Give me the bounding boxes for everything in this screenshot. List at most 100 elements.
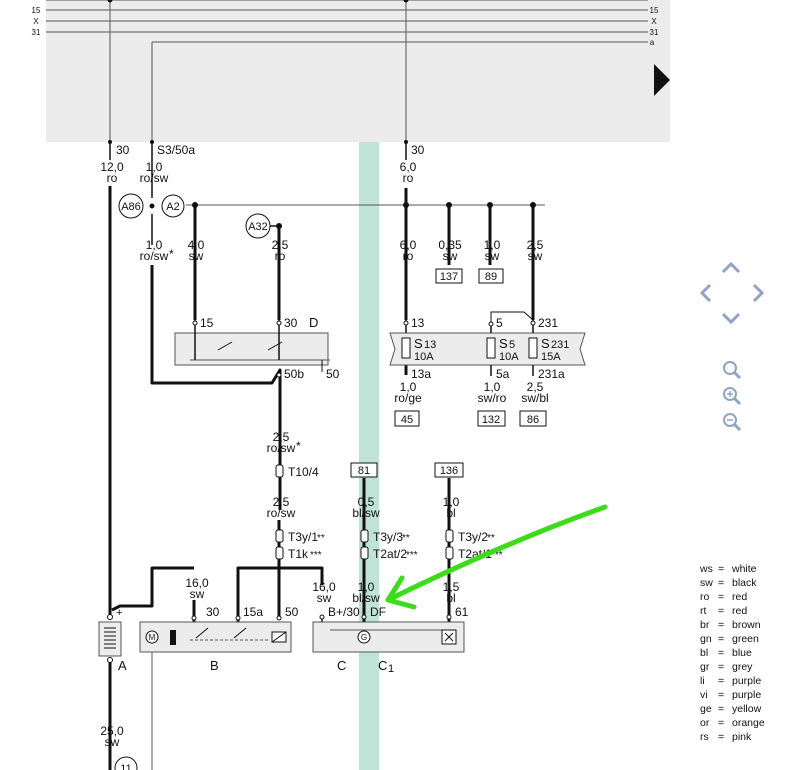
- ref-box-86[interactable]: 86: [519, 410, 547, 427]
- wire-size-s13-in: 6,0: [400, 238, 417, 252]
- node-a32[interactable]: A32: [245, 213, 271, 239]
- wire-size-df2: 1,0: [358, 580, 375, 594]
- ref-89-label: 89: [485, 271, 497, 283]
- bus-label-15-left: 15: [32, 6, 41, 15]
- zoom-search-icon[interactable]: [722, 360, 742, 380]
- legend-name: purple: [732, 689, 762, 701]
- bus-label-x-right: X: [651, 17, 657, 26]
- fuse-pin-5: 5: [496, 316, 503, 330]
- switch-pin-30: 30: [284, 316, 298, 330]
- alt-pin-b30: B+/30: [328, 605, 360, 619]
- annotation-arrow: [385, 504, 608, 610]
- wire-size-137: 0,35: [438, 238, 462, 252]
- legend-name: orange: [732, 717, 765, 729]
- bus-label-31-right: 31: [650, 28, 659, 37]
- bus-label-a-right: a: [650, 38, 655, 47]
- wire-color-rosw-star: ro/sw: [140, 249, 169, 263]
- legend-row: ge=yellow: [700, 703, 762, 715]
- dot-a86-a2: [149, 203, 155, 209]
- wire-color-61: bl: [446, 506, 455, 520]
- node-11[interactable]: 11: [114, 756, 138, 770]
- regulator-c1-sub: 1: [388, 663, 394, 675]
- wire-mark-star-2: *: [296, 439, 301, 453]
- wire-color-b30: sw: [190, 587, 205, 601]
- ref-45-label: 45: [401, 414, 413, 426]
- legend-name: pink: [732, 731, 752, 743]
- ref-86-label: 86: [527, 414, 539, 426]
- switch-pin-15: 15: [200, 316, 214, 330]
- legend-code: ws: [700, 563, 713, 575]
- wire-size-a-bot: 25,0: [100, 724, 124, 738]
- wire-color-df: bl/sw: [352, 506, 380, 520]
- legend-name: red: [732, 591, 748, 603]
- legend-name: grey: [732, 661, 753, 673]
- connector-t3y1: T3y/1: [288, 530, 318, 544]
- battery-plus: +: [116, 607, 122, 619]
- fuse-s13-rating: 10A: [414, 351, 434, 363]
- wire-color-13a: ro/ge: [394, 391, 422, 405]
- connector-t3y2-mark: **: [487, 533, 495, 544]
- wire-color-5a: sw/ro: [478, 391, 507, 405]
- thin-wires: [109, 142, 545, 770]
- wire-size-6-top: 6,0: [400, 160, 417, 174]
- zoom-out-icon[interactable]: [722, 412, 742, 432]
- legend-name: green: [732, 633, 759, 645]
- highlight-column: [359, 142, 379, 770]
- legend-row: rt=red: [700, 605, 748, 617]
- legend-name: purple: [732, 675, 762, 687]
- wire-mark-star-1: *: [169, 247, 174, 261]
- wire-color-rosw-left: ro/sw: [140, 171, 169, 185]
- chevron-left-icon[interactable]: [700, 283, 712, 303]
- ref-box-81[interactable]: 81: [350, 462, 378, 478]
- switch-d-label: D: [309, 315, 318, 330]
- fuse-s231-letter: S: [541, 336, 550, 351]
- zoom-in-icon[interactable]: [722, 386, 742, 406]
- node-a2[interactable]: A2: [161, 194, 185, 218]
- ref-box-136[interactable]: 136: [434, 462, 464, 478]
- ref-box-132[interactable]: 132: [477, 410, 506, 427]
- starter-pin-50: 50: [285, 605, 299, 619]
- legend-row: gr=grey: [700, 661, 753, 673]
- legend-row: ro=red: [700, 591, 748, 603]
- legend-code: rt: [700, 605, 707, 617]
- legend-row: gn=green: [700, 633, 759, 645]
- fuse-s5-rating: 10A: [499, 351, 519, 363]
- alt-pin-df: DF: [370, 605, 386, 619]
- regulator-c1-label: C: [378, 658, 387, 673]
- ignition-switch-d: 15 30 D 50b 50: [174, 315, 340, 381]
- play-triangle-icon[interactable]: [654, 64, 670, 96]
- chevron-down-icon[interactable]: [721, 312, 741, 324]
- connector-t104: T10/4: [288, 465, 319, 479]
- wire-size-5a: 1,0: [484, 380, 501, 394]
- node-a86[interactable]: A86: [118, 193, 144, 219]
- ref-box-45[interactable]: 45: [394, 410, 420, 427]
- wire-size-a2: 4,0: [188, 238, 205, 252]
- wire-color-231: sw: [528, 249, 543, 263]
- wire-color-c-b30: sw: [317, 591, 332, 605]
- wire-color-a32: ro: [275, 249, 286, 263]
- motor-m: M: [149, 633, 156, 642]
- wire-size-61: 1,0: [443, 495, 460, 509]
- ref-box-89[interactable]: 89: [478, 268, 504, 284]
- ref-box-137[interactable]: 137: [435, 268, 463, 284]
- switch-pin-50b: 50b: [284, 367, 304, 381]
- fuse-out-5a: 5a: [496, 367, 510, 381]
- wire-color-ro-top: ro: [403, 171, 414, 185]
- alternator-c: G B+/30 DF 61 C C 1: [312, 605, 469, 675]
- wire-size-1-left: 1,0: [146, 160, 163, 174]
- connector-t1k: T1k: [288, 547, 309, 561]
- chevron-right-icon[interactable]: [752, 283, 764, 303]
- wire-size-12: 12,0: [100, 160, 124, 174]
- connector-t2at2: T2at/2: [373, 547, 407, 561]
- connector-t3y2: T3y/2: [458, 530, 488, 544]
- wire-size-13a: 1,0: [400, 380, 417, 394]
- legend-code: sw: [700, 577, 713, 589]
- panel-verticals: [109, 0, 407, 142]
- label-30-right: 30: [411, 143, 425, 157]
- chevron-up-icon[interactable]: [721, 262, 741, 274]
- ref-81-label: 81: [358, 465, 370, 477]
- wire-color-137: sw: [443, 249, 458, 263]
- fuse-outputs: [490, 365, 534, 376]
- fuse-s231-rating: 15A: [541, 351, 561, 363]
